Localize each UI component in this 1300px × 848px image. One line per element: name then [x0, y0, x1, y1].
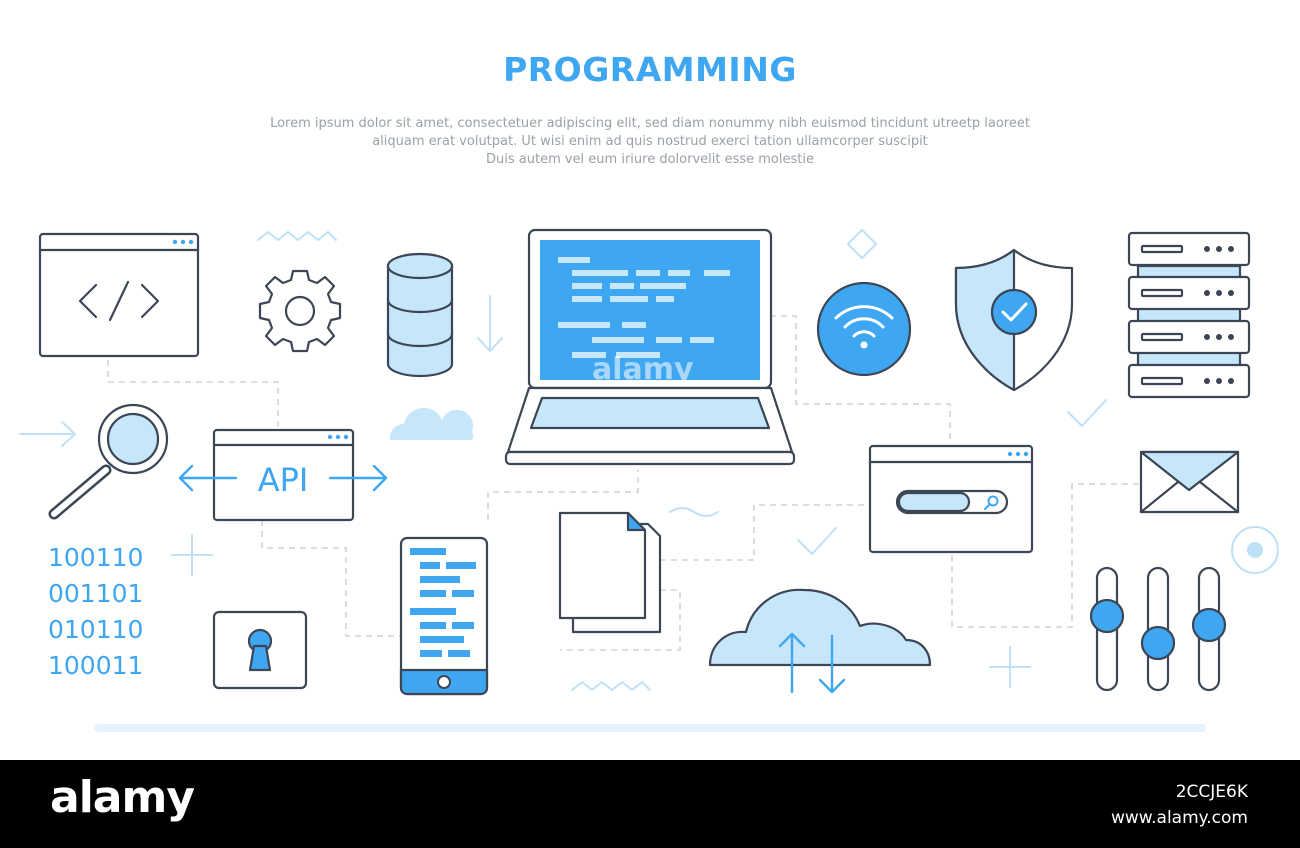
- magnifier-icon: [48, 403, 169, 520]
- description-line-2: aliquam erat volutpat. Ut wisi enim ad q…: [372, 134, 928, 149]
- documents-icon: [558, 511, 662, 634]
- icon-scene: .o { fill:none; stroke:#3c4656; stroke-w…: [19, 228, 1279, 732]
- envelope-icon: [1139, 450, 1240, 514]
- api-label: API: [258, 461, 309, 499]
- code-window-icon: [38, 232, 200, 358]
- binary-code-text: 100110 001101 010110 100011: [48, 543, 143, 680]
- smartphone-icon: [399, 536, 489, 696]
- shield-check-icon: [954, 248, 1074, 392]
- binary-line-1: 100110: [48, 543, 143, 572]
- server-rack-icon: [1127, 231, 1251, 399]
- description-line-1: Lorem ipsum dolor sit amet, consectetuer…: [270, 116, 1030, 131]
- laptop-icon: [504, 228, 796, 466]
- watermark: alamy: [592, 352, 694, 387]
- cloud-sync-icon: [708, 588, 932, 694]
- gear-icon: [258, 269, 342, 353]
- page-title: PROGRAMMING: [503, 50, 797, 89]
- database-icon: [386, 252, 454, 378]
- binary-line-3: 010110: [48, 615, 143, 644]
- decorative-shapes: [19, 228, 1279, 691]
- description-line-3: Duis autem vel eum iriure dolorvelit ess…: [486, 152, 814, 167]
- ground-line: [94, 724, 1206, 732]
- browser-search-icon: [868, 444, 1034, 554]
- binary-line-4: 100011: [48, 651, 143, 680]
- sliders-icon: [1089, 566, 1227, 692]
- site-url: www.alamy.com: [1110, 808, 1248, 828]
- footer-bar: [0, 760, 1300, 848]
- padlock-icon: [212, 570, 308, 690]
- brand-logo: alamy: [50, 772, 195, 823]
- binary-line-2: 001101: [48, 579, 143, 608]
- wifi-icon: [816, 281, 912, 377]
- api-window-icon: [178, 428, 388, 522]
- image-id: 2CCJE6K: [1175, 782, 1248, 802]
